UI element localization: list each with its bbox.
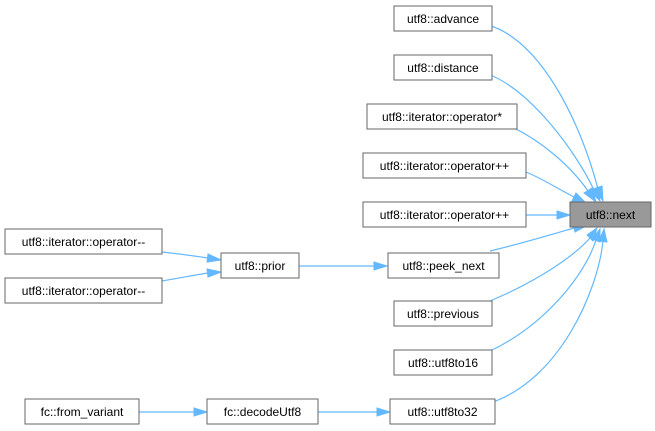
node-label: utf8::peek_next: [402, 259, 485, 273]
node-label: utf8::iterator::operator++: [380, 159, 509, 173]
arrow-iter-pp2-next: [556, 210, 572, 220]
edge-advance-next: [487, 24, 599, 190]
arrow-iter-star-next: [583, 187, 597, 204]
node-label: utf8::utf8to32: [407, 405, 477, 419]
edge-iter-mm1-prior: [161, 251, 209, 259]
node-label: fc::from_variant: [41, 405, 124, 419]
edge-peek-next-next: [489, 227, 575, 252]
node-utf8-distance[interactable]: utf8::distance: [393, 54, 493, 81]
node-utf8-previous[interactable]: utf8::previous: [393, 300, 493, 327]
node-utf8-iterator-operator-plusplus-1[interactable]: utf8::iterator::operator++: [362, 152, 527, 179]
arrow-utf8to16-next: [591, 227, 601, 243]
node-label: utf8::utf8to16: [408, 356, 478, 370]
node-utf8-iterator-operator-minusminus-1[interactable]: utf8::iterator::operator--: [4, 228, 163, 255]
arrow-iter-mm1-prior: [206, 253, 223, 263]
node-utf8-iterator-operator-plusplus-2[interactable]: utf8::iterator::operator++: [362, 201, 527, 228]
node-utf8-advance[interactable]: utf8::advance: [393, 5, 493, 32]
edge-utf8to16-next: [489, 239, 597, 352]
node-label: utf8::iterator::operator*: [382, 110, 502, 124]
node-utf8-utf8to16[interactable]: utf8::utf8to16: [393, 349, 493, 376]
node-label: utf8::next: [586, 208, 636, 222]
edge-previous-next: [489, 237, 591, 302]
node-label: fc::decodeUtf8: [224, 405, 302, 419]
arrow-iter-mm2-prior: [206, 268, 223, 278]
node-label: utf8::prior: [235, 259, 286, 273]
arrow-decode-utf8to32: [376, 407, 392, 417]
arrow-utf8to32-next: [598, 227, 608, 243]
node-fc-from-variant[interactable]: fc::from_variant: [24, 398, 140, 425]
node-label: utf8::previous: [407, 307, 479, 321]
node-label: utf8::advance: [407, 12, 479, 26]
node-label: utf8::iterator::operator--: [22, 235, 145, 249]
node-utf8-peek-next[interactable]: utf8::peek_next: [387, 252, 500, 279]
node-utf8-iterator-operator-minusminus-2[interactable]: utf8::iterator::operator--: [4, 277, 163, 304]
node-label: utf8::iterator::operator++: [380, 208, 509, 222]
node-fc-decodeutf8[interactable]: fc::decodeUtf8: [206, 398, 319, 425]
node-label: utf8::distance: [407, 61, 479, 75]
node-label: utf8::iterator::operator--: [22, 284, 145, 298]
edge-iter-star-next: [509, 125, 589, 192]
edge-iter-pp1-next: [525, 171, 575, 198]
arrow-fromvariant-decode: [193, 407, 209, 417]
arrow-prior-peek-next: [373, 261, 389, 271]
edge-iter-mm2-prior: [161, 272, 209, 282]
node-utf8-next[interactable]: utf8::next: [569, 201, 652, 228]
node-utf8-utf8to32[interactable]: utf8::utf8to32: [389, 398, 496, 425]
nodes: utf8::next utf8::advance utf8::distance …: [4, 5, 652, 425]
edge-utf8to32-next: [489, 240, 604, 404]
node-utf8-iterator-operator-star[interactable]: utf8::iterator::operator*: [366, 103, 518, 130]
edge-distance-next: [487, 73, 595, 191]
node-utf8-prior[interactable]: utf8::prior: [220, 252, 300, 279]
